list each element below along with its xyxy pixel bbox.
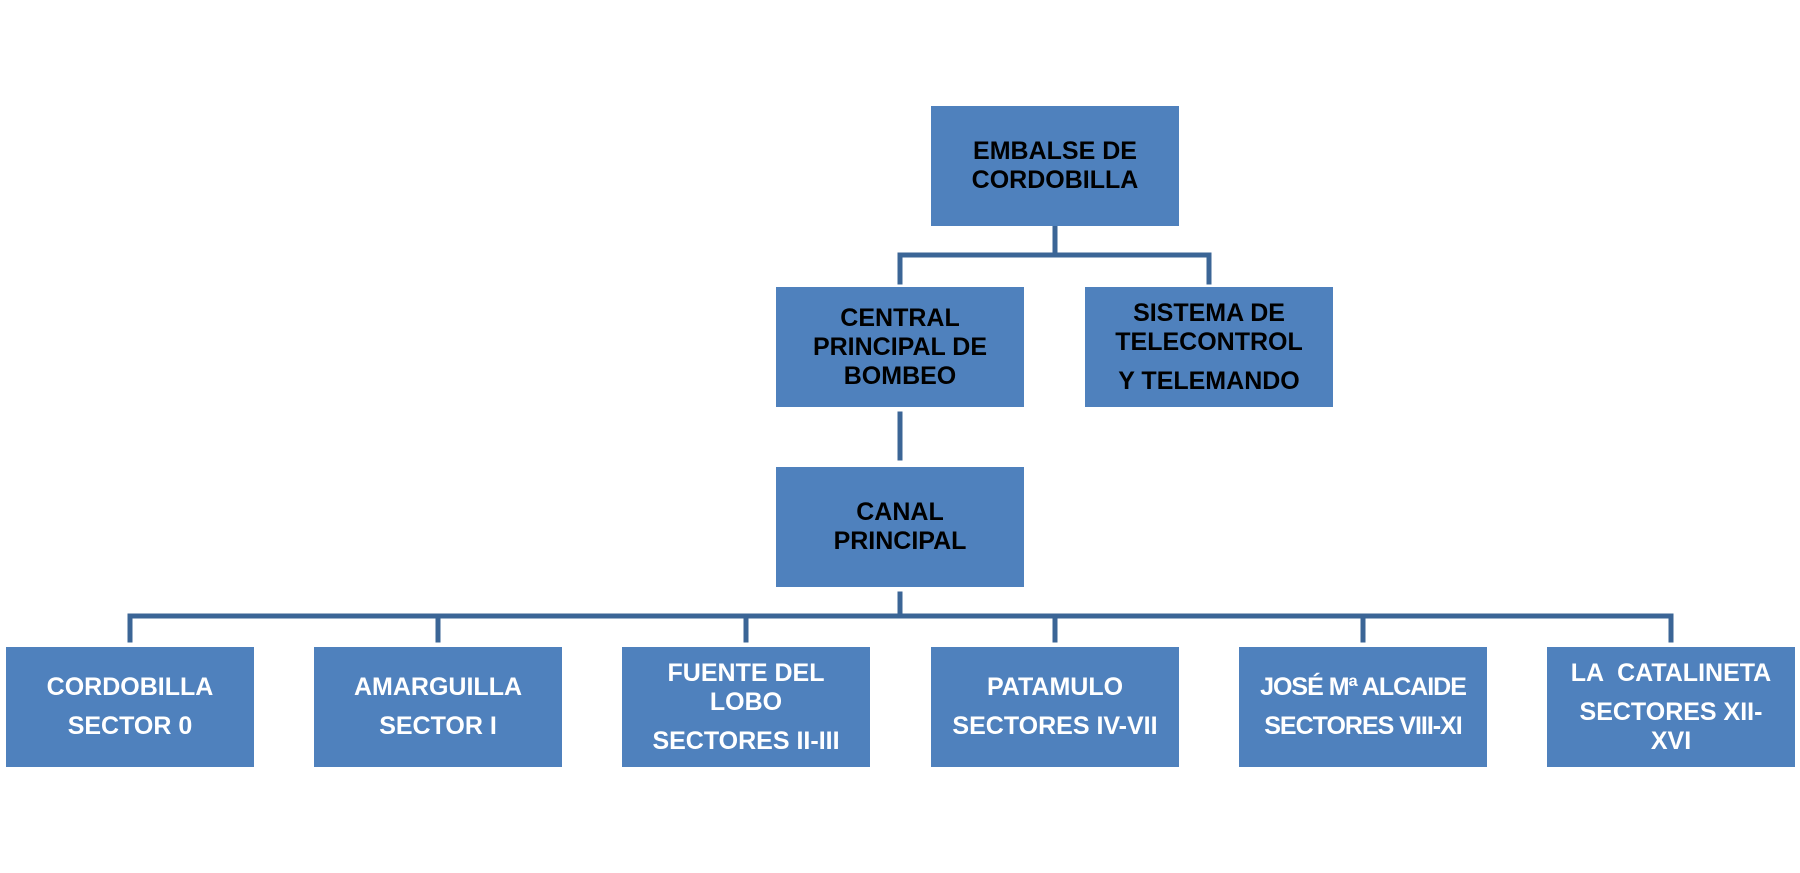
sector-name: LA CATALINETA: [1570, 658, 1772, 687]
sector-name: JOSÉ Mª ALCAIDE: [1260, 673, 1467, 701]
node-sector-amarguilla: AMARGUILLA SECTOR I: [314, 647, 562, 767]
sector-code: SECTORES II-III: [652, 726, 840, 755]
sector-code: SECTOR I: [379, 712, 497, 740]
node-sector-la-catalineta: LA CATALINETA SECTORES XII-XVI: [1547, 647, 1795, 767]
node-label-line: EMBALSE DE: [973, 137, 1137, 165]
node-label-line: PRINCIPAL: [833, 527, 967, 555]
node-canal-principal: CANAL PRINCIPAL: [776, 467, 1024, 587]
node-label-line: SISTEMA DE: [1133, 298, 1285, 327]
node-label-line: TELECONTROL: [1115, 327, 1303, 356]
node-sector-cordobilla: CORDOBILLA SECTOR 0: [6, 647, 254, 767]
sector-name: FUENTE DEL LOBO: [667, 658, 825, 716]
sector-name: CORDOBILLA: [46, 673, 214, 701]
node-sector-patamulo: PATAMULO SECTORES IV-VII: [931, 647, 1179, 767]
node-label-line: PRINCIPAL DE: [812, 332, 988, 361]
node-sector-fuente-del-lobo: FUENTE DEL LOBO SECTORES II-III: [622, 647, 870, 767]
sector-name: AMARGUILLA: [353, 673, 523, 701]
node-telecontrol: SISTEMA DE TELECONTROL Y TELEMANDO: [1085, 287, 1333, 407]
node-sector-jose-ma-alcaide: JOSÉ Mª ALCAIDE SECTORES VIII-XI: [1239, 647, 1487, 767]
node-label-line: BOMBEO: [843, 361, 957, 390]
sector-name: PATAMULO: [986, 673, 1124, 701]
node-central-bombeo: CENTRAL PRINCIPAL DE BOMBEO: [776, 287, 1024, 407]
sector-code: SECTORES VIII-XI: [1264, 712, 1462, 740]
node-label-line: CENTRAL: [840, 303, 960, 332]
node-label-line: Y TELEMANDO: [1118, 366, 1300, 395]
sector-code: SECTOR 0: [67, 712, 193, 740]
sector-code: SECTORES XII-XVI: [1579, 697, 1763, 755]
sector-code: SECTORES IV-VII: [952, 712, 1158, 740]
node-embalse-cordobilla: EMBALSE DE CORDOBILLA: [931, 106, 1179, 226]
node-label-line: CORDOBILLA: [971, 166, 1139, 194]
node-label-line: CANAL: [856, 498, 944, 526]
